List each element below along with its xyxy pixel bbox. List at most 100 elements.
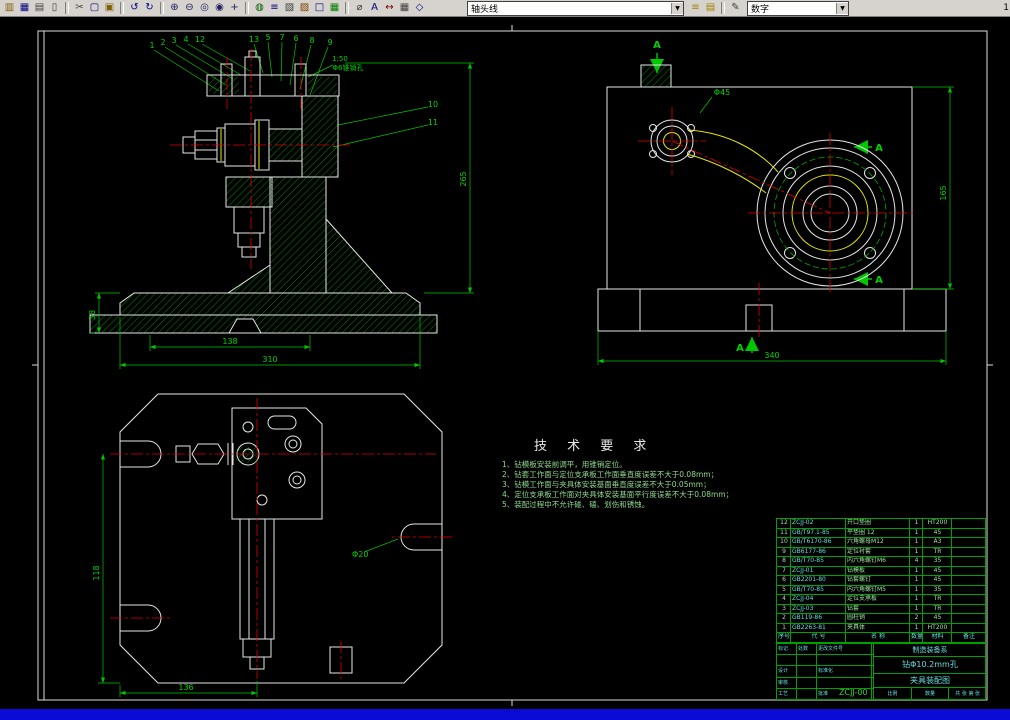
title-block-revision-grid: 标记处数更改文件号设计标准化审核工艺批准 xyxy=(777,644,873,700)
section-label-a-bottom: A xyxy=(736,343,744,354)
bom-cell: 11 xyxy=(780,528,788,536)
sheet-frame xyxy=(32,25,993,706)
section-label-a-top: A xyxy=(653,40,661,51)
bom-cell: GB6177-86 xyxy=(790,547,845,557)
bom-cell: 5 xyxy=(782,585,786,593)
bom-cell xyxy=(951,547,985,557)
bom-cell xyxy=(951,576,985,585)
bom-cell: 钻套 xyxy=(845,604,909,614)
save-icon[interactable]: ▦ xyxy=(19,2,30,13)
bom-cell: 45 xyxy=(922,566,951,576)
zoom-window-icon[interactable]: ◎ xyxy=(200,2,209,13)
bom-cell: TR xyxy=(922,547,951,557)
toolbar-separator xyxy=(65,2,69,14)
text-style-value: 数字 xyxy=(751,4,770,15)
redraw-icon[interactable]: ◍ xyxy=(255,2,264,13)
print-icon[interactable]: ▤ xyxy=(34,2,45,13)
plan-view: 118 136 Φ20 xyxy=(92,393,452,697)
bom-cell: 1 xyxy=(909,595,922,604)
text-icon[interactable]: A xyxy=(371,2,378,13)
stack-icon[interactable]: ≡ xyxy=(691,2,700,13)
open-icon[interactable]: ▥ xyxy=(4,2,15,13)
pencil-icon[interactable]: ✎ xyxy=(731,2,740,13)
bom-cell: 35 xyxy=(922,557,951,566)
drawing-canvas[interactable]: 1 2 3 4 12 13 5 7 6 8 9 10 11 1:50 Φ6锥销孔 xyxy=(0,17,1010,709)
bom-cell: 1 xyxy=(909,566,922,576)
undo-icon[interactable]: ↺ xyxy=(130,2,139,13)
bom-cell: TR xyxy=(922,604,951,614)
osnap-icon[interactable]: □ xyxy=(314,2,325,13)
layers-icon[interactable]: ≡ xyxy=(270,2,279,13)
bom-cell: 10 xyxy=(780,538,788,546)
pan-icon[interactable]: + xyxy=(230,2,239,13)
quantity-field: 数量 xyxy=(910,688,949,701)
bom-cell: 序号 xyxy=(778,633,790,641)
bom-cell: GB/T70-85 xyxy=(790,585,845,595)
dim-front-left: 38 xyxy=(88,310,97,320)
bom-cell: 内六角螺钉M5 xyxy=(845,585,909,595)
sheet-icon[interactable]: ▤ xyxy=(705,2,716,13)
chevron-down-icon[interactable]: ▼ xyxy=(836,2,848,14)
status-bar xyxy=(0,709,1010,720)
zoom-out-icon[interactable]: ⊖ xyxy=(185,2,194,13)
copy-icon[interactable]: ▢ xyxy=(89,2,100,13)
paste-icon[interactable]: ▣ xyxy=(104,2,115,13)
drawing-title-line1: 钻Φ10.2mm孔 xyxy=(874,657,986,674)
text-style-combo[interactable]: 数字 ▼ xyxy=(747,0,849,16)
bom-cell: 12 xyxy=(780,519,788,526)
grid-icon[interactable]: ▦ xyxy=(329,2,340,13)
bom-cell: GB/T70-85 xyxy=(790,557,845,566)
bom-cell xyxy=(951,623,985,633)
cad-drawing[interactable]: 1 2 3 4 12 13 5 7 6 8 9 10 11 1:50 Φ6锥销孔 xyxy=(0,17,1010,709)
chevron-down-icon[interactable]: ▼ xyxy=(671,2,683,14)
bom-cell: 45 xyxy=(922,528,951,538)
bom-cell: 1 xyxy=(782,623,786,631)
bom-cell: 1 xyxy=(909,538,922,547)
block-icon[interactable]: ◇ xyxy=(415,2,424,13)
bom-cell: 1 xyxy=(909,585,922,595)
tech-requirement-item: 2、钻套工作面与定位支承板工作面垂直度误差不大于0.08mm； xyxy=(502,470,719,479)
redo-icon[interactable]: ↻ xyxy=(145,2,154,13)
bom-cell xyxy=(951,604,985,614)
linetype-icon[interactable]: ▧ xyxy=(284,2,295,13)
bom-cell xyxy=(951,595,985,604)
diameter-icon[interactable]: ⌀ xyxy=(356,2,363,13)
title-block-row: 工艺批准 xyxy=(777,688,873,700)
cut-icon[interactable]: ✂ xyxy=(75,2,84,13)
title-block-cell: 更改文件号 xyxy=(817,644,872,655)
color-icon[interactable]: ▨ xyxy=(299,2,310,13)
print-preview-icon[interactable]: ▯ xyxy=(51,2,58,13)
dimension-icon[interactable]: ↔ xyxy=(385,2,394,13)
table-icon[interactable]: ▦ xyxy=(399,2,410,13)
bom-cell: 钻模板 xyxy=(845,566,909,576)
bom-cell: 1 xyxy=(909,528,922,538)
dim-front-bottom-outer: 310 xyxy=(262,355,277,364)
callout-4: 4 xyxy=(183,35,188,44)
bom-cell: 1 xyxy=(909,604,922,614)
bom-cell: 材料 xyxy=(922,633,951,642)
zoom-extents-icon[interactable]: ◉ xyxy=(215,2,224,13)
zoom-in-icon[interactable]: ⊕ xyxy=(170,2,179,13)
layer-combo[interactable]: 轴头线 ▼ xyxy=(467,0,684,16)
drawing-title-line2: 夹具装配图 xyxy=(874,674,986,688)
title-block-cell xyxy=(797,688,817,700)
bom-cell: ZCJJ-04 xyxy=(790,595,845,604)
layer-combo-value: 轴头线 xyxy=(471,4,499,15)
bom-cell xyxy=(951,528,985,538)
bom-cell: 3 xyxy=(782,604,786,612)
bom-cell xyxy=(951,566,985,576)
title-block-cell xyxy=(817,655,872,666)
callout-12: 12 xyxy=(195,35,205,44)
callout-6: 6 xyxy=(293,34,298,43)
bom-cell: 7 xyxy=(782,566,786,574)
toolbar-separator xyxy=(120,2,124,14)
taper-pin-note-1: 1:50 xyxy=(332,55,348,63)
toolbar-separator xyxy=(345,2,349,14)
